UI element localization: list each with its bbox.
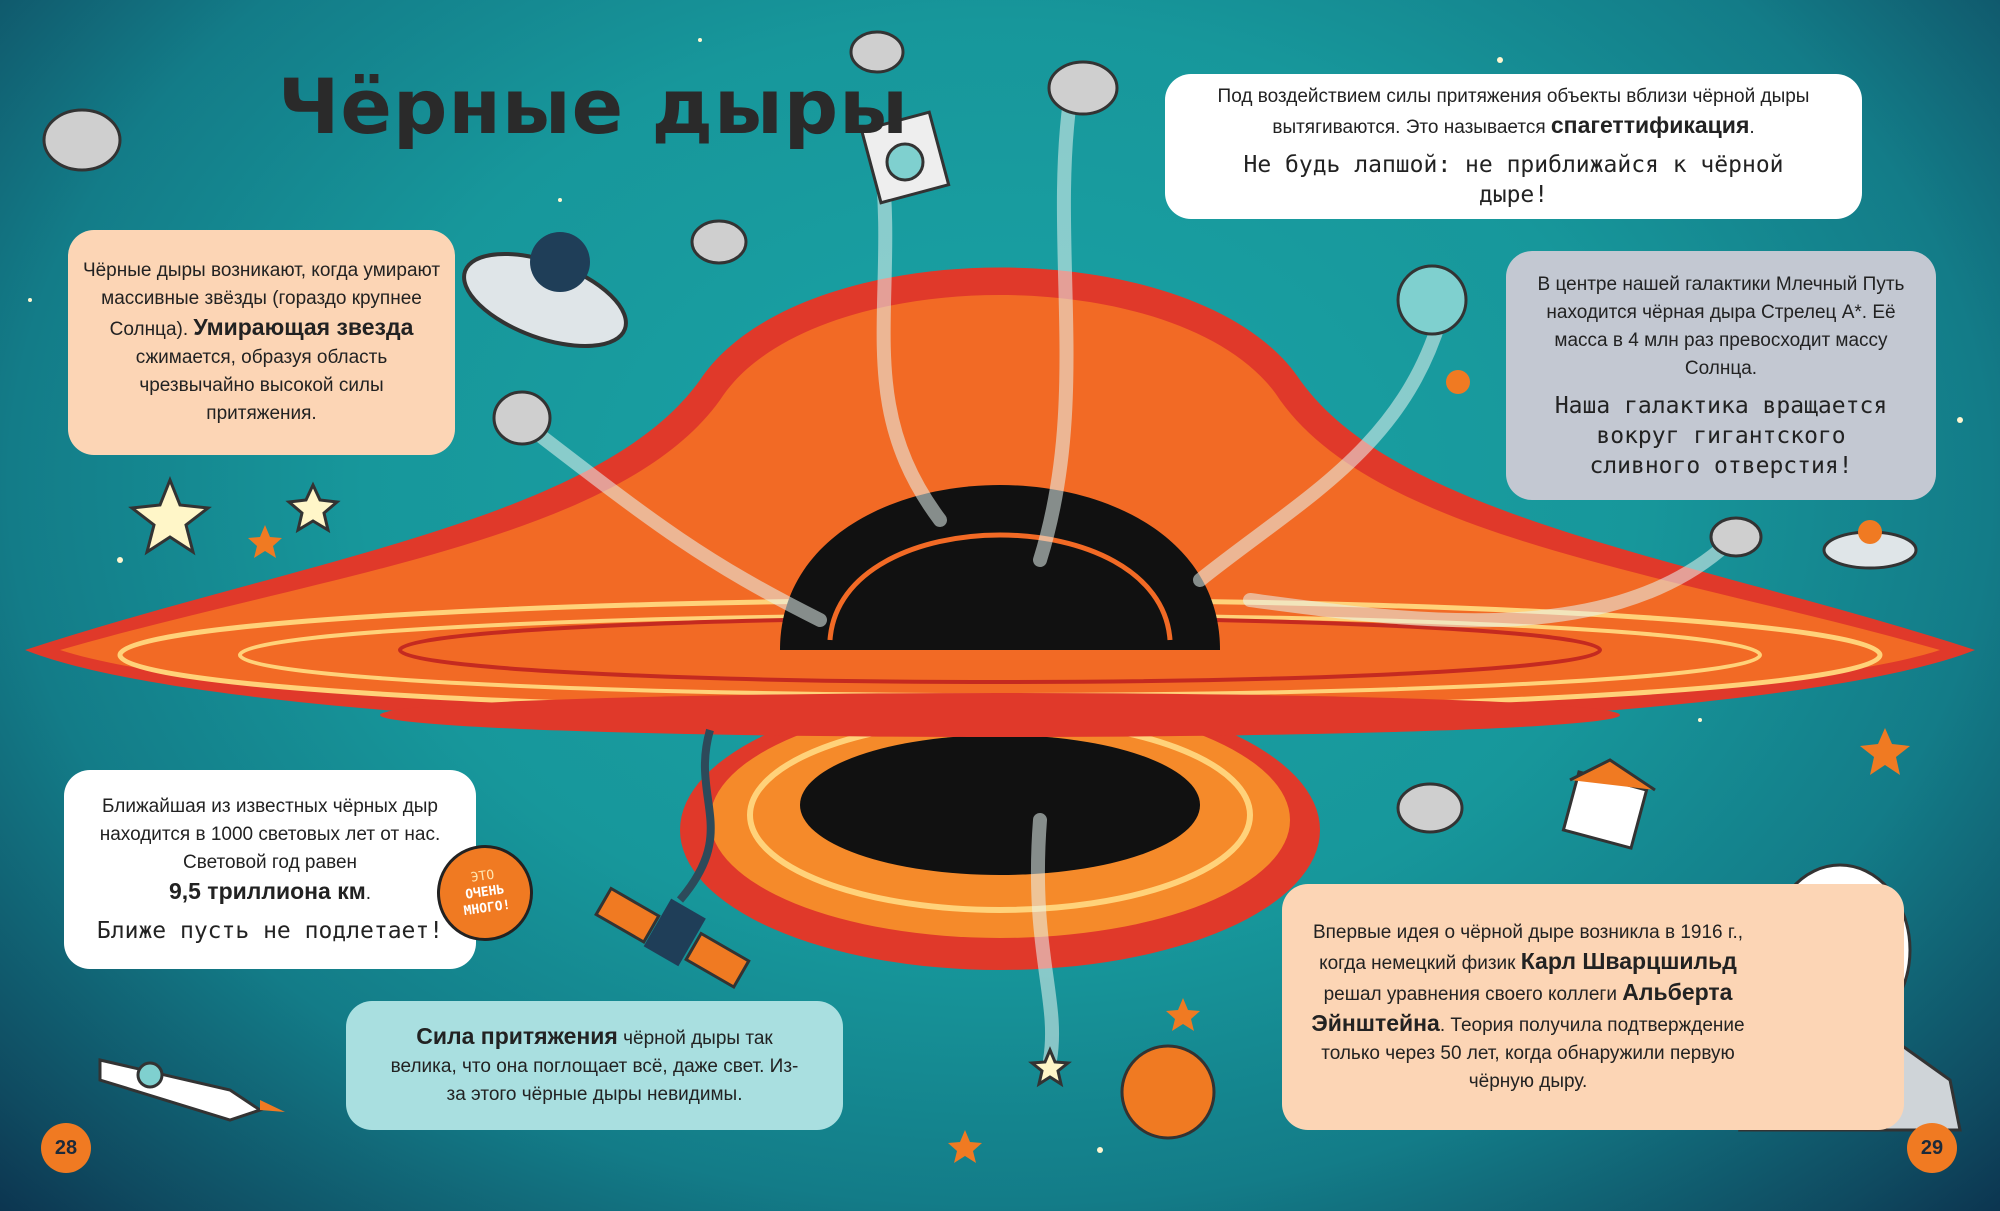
spaghetti-trails xyxy=(513,93,1727,1067)
galaxy-text: В центре нашей галактики Млечный Путь на… xyxy=(1537,273,1905,379)
spaghetti-end: . xyxy=(1749,117,1755,138)
history-bold-1: Карл Шварцшильд xyxy=(1520,947,1737,974)
nearest-hand: Ближе пусть не подлетает! xyxy=(96,918,444,944)
stars xyxy=(28,38,1963,1153)
history-text-1: Впервые идея о чёрной дыре возникла в 19… xyxy=(1312,921,1744,974)
nearest-text: Ближайшая из известных чёрных дыр находи… xyxy=(99,796,441,873)
gravity-info-box: Сила притяжения чёрной дыры так велика, … xyxy=(346,1001,843,1130)
formation-text: Чёрные дыры возникают, когда умирают мас… xyxy=(82,260,441,340)
history-info-box: Впервые идея о чёрной дыре возникла в 19… xyxy=(1282,884,1904,1130)
spaghetti-bold: спагеттификация xyxy=(1550,112,1750,138)
formation-bold: Умирающая звезда xyxy=(193,314,414,340)
history-bold-2: Альберта Эйнштейна xyxy=(1311,978,1733,1036)
gravity-text: чёрной дыры так велика, что она поглощае… xyxy=(390,1028,799,1105)
history-text-3: . Теория получила подтверждение только ч… xyxy=(1321,1014,1745,1092)
nearest-bold: 9,5 триллиона км xyxy=(168,878,366,904)
washing-machine xyxy=(859,110,951,205)
house xyxy=(1561,758,1656,850)
nearest-info-box: Ближайшая из известных чёрных дыр находи… xyxy=(64,770,476,969)
page-title: Чёрные дыры xyxy=(278,62,909,151)
spaghetti-text: Под воздействием силы притяжения объекты… xyxy=(1217,86,1810,138)
rocket xyxy=(98,1058,285,1122)
ufo-left xyxy=(462,232,628,349)
planets xyxy=(1120,264,1470,1140)
satellite xyxy=(594,728,751,990)
gravity-bold: Сила притяжения xyxy=(416,1023,618,1049)
star-shapes xyxy=(128,475,1072,1088)
nearest-end: . xyxy=(365,883,372,904)
spaghetti-hand: Не будь лапшой: не приближайся к чёрной … xyxy=(1243,152,1784,208)
formation-text-2: сжимается, образуя область чрезвычайно в… xyxy=(135,347,388,424)
ufo-right xyxy=(1822,520,1918,570)
page-number-right: 29 xyxy=(1907,1123,1957,1173)
page-number-left: 28 xyxy=(41,1123,91,1173)
galaxy-info-box: В центре нашей галактики Млечный Путь на… xyxy=(1506,251,1936,500)
formation-info-box: Чёрные дыры возникают, когда умирают мас… xyxy=(68,230,455,455)
history-text-2: решал уравнения своего коллеги xyxy=(1323,983,1623,1005)
spaghettification-box: Под воздействием силы притяжения объекты… xyxy=(1165,74,1862,219)
asteroids xyxy=(42,30,1763,834)
galaxy-hand: Наша галактика вращается вокруг гигантск… xyxy=(1554,392,1888,479)
orange-stars xyxy=(248,525,1910,1163)
